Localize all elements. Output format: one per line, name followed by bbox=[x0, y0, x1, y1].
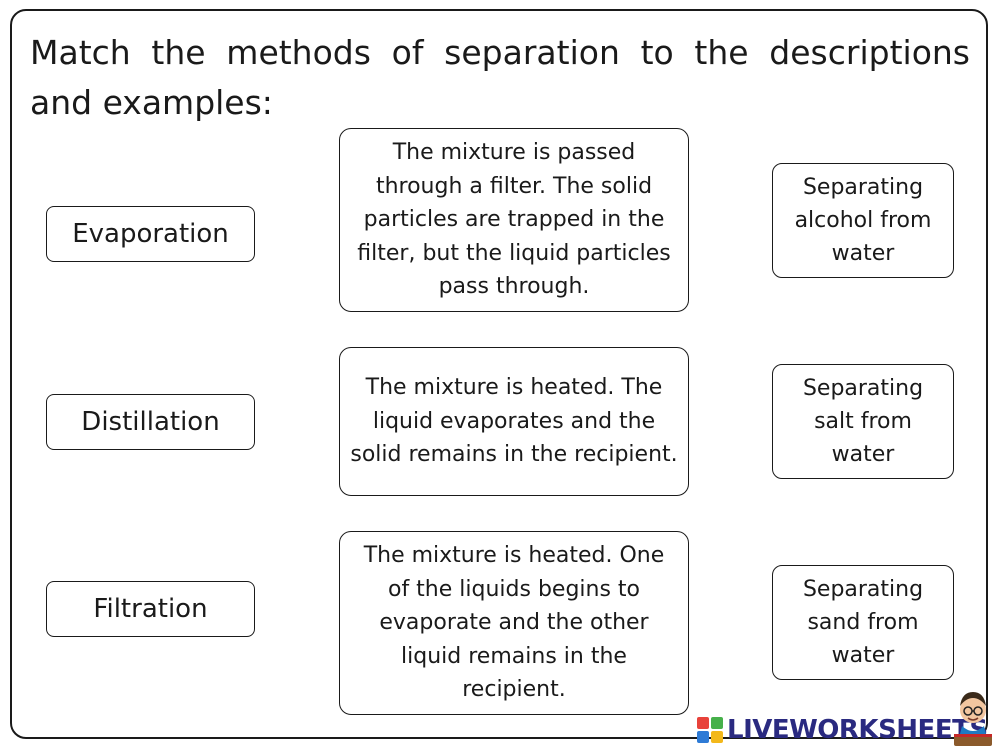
example-card-alcohol[interactable]: Separating alcohol from water bbox=[772, 163, 954, 278]
method-card-distillation[interactable]: Distillation bbox=[46, 394, 255, 450]
instruction-text: Match the methods of separation to the d… bbox=[30, 33, 970, 122]
example-card-sand[interactable]: Separating sand from water bbox=[772, 565, 954, 680]
method-card-label: Evaporation bbox=[72, 219, 229, 249]
example-card-text: Separating salt from water bbox=[802, 376, 924, 467]
method-card-filtration[interactable]: Filtration bbox=[46, 581, 255, 637]
liveworksheets-brand[interactable]: LIVEWORKSHEETS bbox=[697, 712, 988, 748]
description-card-text: The mixture is heated. The liquid evapor… bbox=[350, 375, 678, 468]
description-card-filter[interactable]: The mixture is passed through a filter. … bbox=[339, 128, 689, 312]
method-card-label: Filtration bbox=[93, 594, 208, 624]
mascot-character-icon bbox=[954, 692, 992, 746]
method-card-evaporation[interactable]: Evaporation bbox=[46, 206, 255, 262]
description-card-heated-solid[interactable]: The mixture is heated. The liquid evapor… bbox=[339, 347, 689, 496]
worksheet-frame bbox=[10, 9, 988, 739]
description-card-text: The mixture is heated. One of the liquid… bbox=[363, 543, 665, 703]
liveworksheets-logo-icon bbox=[697, 717, 723, 743]
description-card-heated-liquids[interactable]: The mixture is heated. One of the liquid… bbox=[339, 531, 689, 715]
brand-logo-text: LIVEWORKSHEETS bbox=[727, 715, 988, 745]
example-card-salt[interactable]: Separating salt from water bbox=[772, 364, 954, 479]
example-card-text: Separating alcohol from water bbox=[794, 175, 932, 266]
example-card-text: Separating sand from water bbox=[802, 577, 924, 668]
description-card-text: The mixture is passed through a filter. … bbox=[357, 140, 671, 300]
method-card-label: Distillation bbox=[81, 407, 220, 437]
